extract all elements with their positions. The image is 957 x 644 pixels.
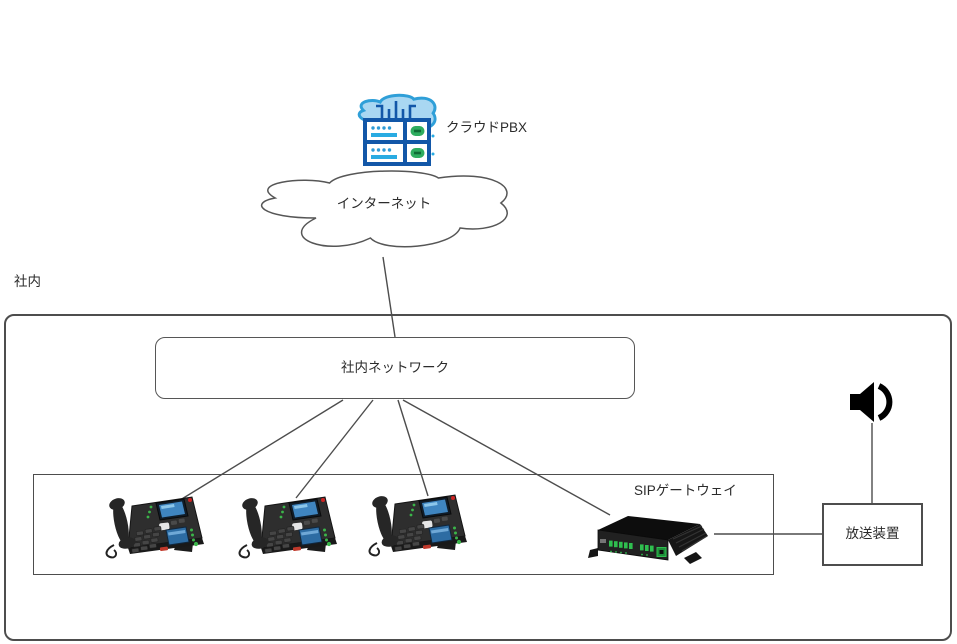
internet-label: インターネット <box>336 196 432 211</box>
edge-internet-network <box>382 256 396 338</box>
device-group-rect <box>33 474 774 575</box>
cloud-pbx-label: クラウドPBX <box>446 120 528 135</box>
edge-network-phone1 <box>171 399 344 506</box>
edge-network-phone2 <box>295 399 374 499</box>
ip-phone-icon <box>105 496 204 559</box>
edge-network-phone3 <box>397 399 429 497</box>
sip-gateway-label: SIPゲートウェイ <box>634 483 737 498</box>
ip-phone-icon <box>368 494 467 557</box>
edge-network-gateway <box>402 399 611 516</box>
ip-phone-icon <box>238 496 337 559</box>
office-network-label: 社内ネットワーク <box>341 359 449 375</box>
speaker-icon <box>850 382 893 422</box>
cloud-server-icon <box>357 93 437 166</box>
premises-zone-rect <box>4 314 952 641</box>
broadcast-device-node: 放送装置 <box>822 503 923 566</box>
sip-gateway-icon <box>588 516 708 564</box>
broadcast-device-label: 放送装置 <box>845 526 900 542</box>
premises-label: 社内 <box>14 274 41 289</box>
internet-cloud-shape <box>260 170 508 248</box>
office-network-node: 社内ネットワーク <box>155 337 635 399</box>
